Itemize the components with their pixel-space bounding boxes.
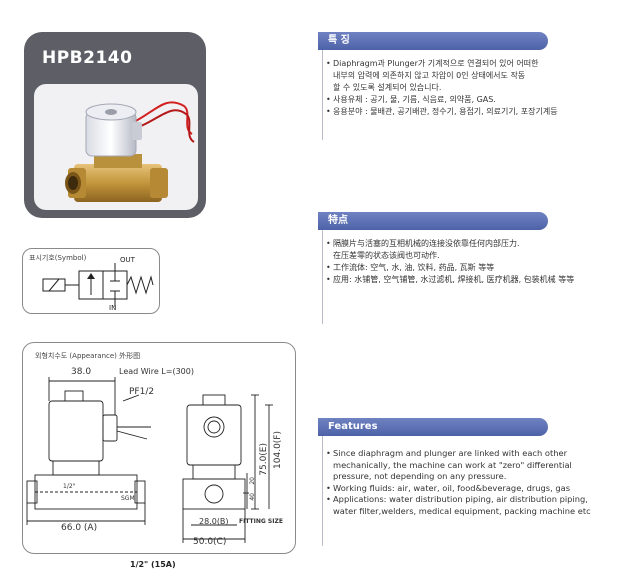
- solenoid-valve-photo: [65, 101, 195, 202]
- dim-lead-wire: Lead Wire L=(300): [119, 367, 194, 376]
- dim-h2: 20: [249, 477, 256, 485]
- valve-symbol-diagram: [42, 263, 154, 307]
- size-caption: 1/2" (15A): [130, 560, 176, 569]
- symbol-box: 표시기호(Symbol) OUT IN: [22, 248, 160, 314]
- dim-total-height: 104.0(F): [273, 431, 283, 469]
- dim-fitting-size: FITTING SIZE: [239, 518, 283, 525]
- dim-port: PF1/2: [129, 387, 155, 397]
- appearance-label: 외형치수도 (Appearance) 外形图: [35, 352, 141, 360]
- appearance-drawing-box: 외형치수도 (Appearance) 外形图: [22, 342, 296, 554]
- dim-pipe-label: 1/2": [63, 483, 76, 490]
- korean-header: 특 징: [318, 32, 548, 50]
- product-photo-card: HPB2140: [24, 32, 206, 218]
- english-features-list: Since diaphragm and plunger are linked w…: [326, 448, 591, 517]
- list-item: Since diaphragm and plunger are linked w…: [326, 448, 591, 483]
- symbol-label: 표시기호(Symbol): [29, 254, 87, 262]
- list-item: 사용유체 : 공기, 물, 기름, 식음료, 의약품, GAS.: [326, 94, 558, 106]
- list-item: Diaphragm과 Plunger가 기계적으로 연결되어 있어 어떠한 내부…: [326, 58, 558, 94]
- product-model-title: HPB2140: [42, 48, 133, 68]
- english-divider: [322, 426, 323, 546]
- chinese-divider: [322, 220, 323, 324]
- chinese-features-list: 隔膜片与活塞的互相机械的连接没依靠任何内部压力. 在压差零的状态该阀也可动作. …: [326, 238, 574, 286]
- list-item: Applications: water distribution piping,…: [326, 494, 591, 517]
- dim-h1: 40: [249, 493, 256, 501]
- dim-width-b: 28.0(B): [199, 517, 229, 526]
- korean-divider: [322, 40, 323, 140]
- dim-body-height: 75.0(E): [259, 443, 269, 476]
- list-item: 隔膜片与活塞的互相机械的连接没依靠任何内部压力. 在压差零的状态该阀也可动作.: [326, 238, 574, 262]
- dim-length-a: 66.0 (A): [61, 523, 98, 533]
- english-header: Features: [318, 418, 548, 436]
- korean-features-list: Diaphragm과 Plunger가 기계적으로 연결되어 있어 어떠한 내부…: [326, 58, 558, 118]
- symbol-in-label: IN: [109, 304, 117, 312]
- dim-width-top: 38.0: [71, 367, 92, 377]
- chinese-header: 特点: [318, 212, 548, 230]
- list-item: 응용분야 : 물배관, 공기배관, 정수기, 용접기, 의료기기, 포장기계등: [326, 106, 558, 118]
- dim-width-c: 50.0(C): [193, 537, 227, 547]
- dim-sgm: SGM: [121, 495, 135, 502]
- dimension-drawing: [26, 377, 273, 543]
- symbol-out-label: OUT: [120, 256, 135, 264]
- list-item: 工作流体: 空气, 水, 油, 饮料, 药品, 瓦斯 等等: [326, 262, 574, 274]
- list-item: 应用: 水铺管, 空气铺管, 水过滤机, 焊接机, 医疗机器, 包装机械 等等: [326, 274, 574, 286]
- list-item: Working fluids: air, water, oil, food&be…: [326, 483, 591, 495]
